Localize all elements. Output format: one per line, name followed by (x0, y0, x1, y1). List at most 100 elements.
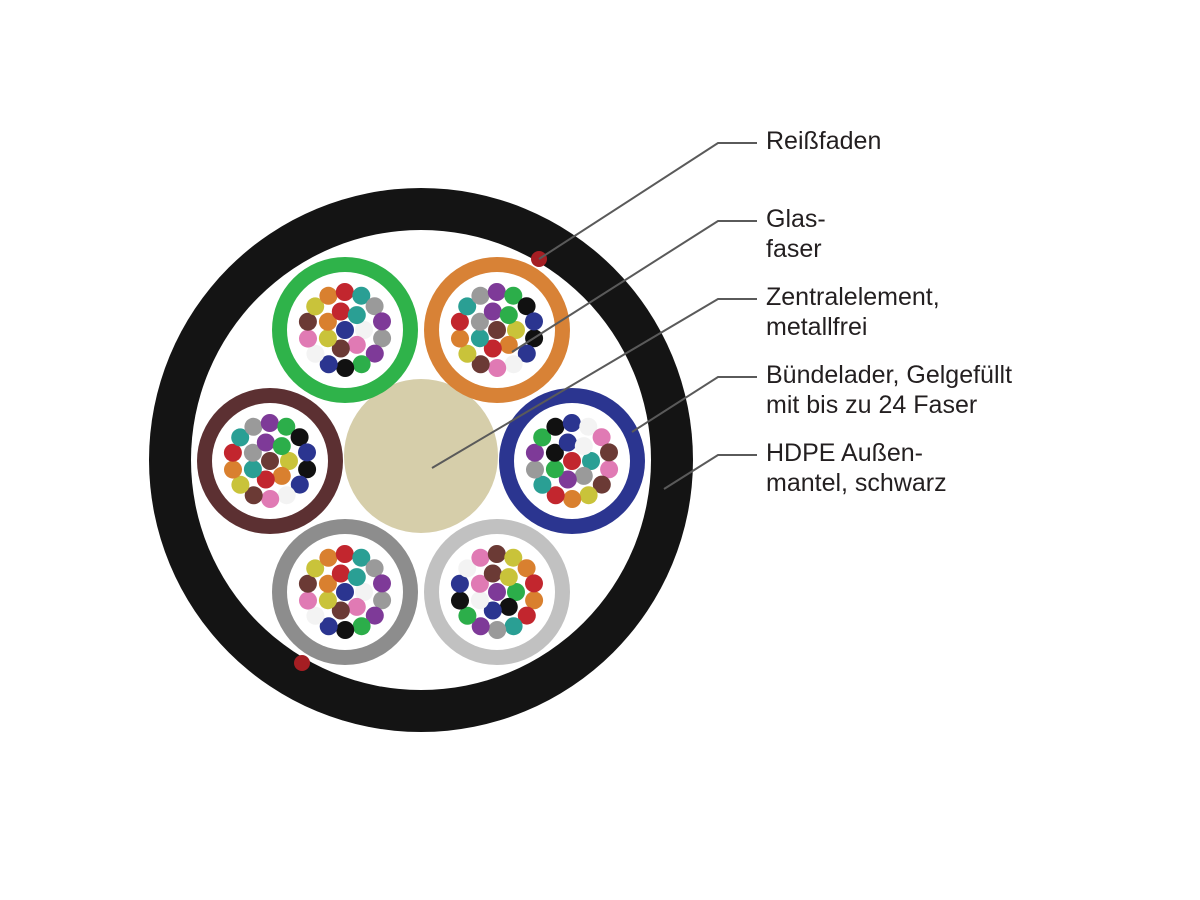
leader-line-glass-fiber (511, 220, 757, 353)
glass-fiber (546, 486, 565, 505)
glass-fiber (347, 568, 366, 587)
glass-fiber (470, 312, 489, 331)
glass-fiber (280, 452, 298, 470)
glass-fiber (483, 302, 502, 321)
buffer-tube-orange (424, 257, 570, 403)
glass-fiber (277, 417, 296, 436)
glass-fiber (319, 355, 338, 374)
glass-fiber (504, 355, 523, 374)
glass-fiber (533, 428, 552, 447)
glass-fiber (517, 344, 536, 363)
glass-fiber (365, 559, 384, 578)
glass-fiber (562, 414, 581, 432)
glass-fiber (336, 321, 354, 339)
glass-fiber (306, 559, 325, 578)
glass-fiber (336, 359, 355, 377)
glass-fiber (507, 321, 525, 339)
glass-fiber (243, 443, 262, 462)
glass-fiber (582, 452, 600, 470)
glass-fiber (244, 486, 263, 505)
glass-fiber (592, 475, 611, 494)
glass-fiber (499, 335, 518, 354)
glass-fiber (574, 437, 593, 456)
glass-fiber (499, 568, 518, 587)
glass-fiber (290, 428, 309, 447)
label-outer-jacket: HDPE Außen- mantel, schwarz (766, 439, 947, 497)
glass-fiber (298, 443, 316, 462)
glass-fiber (579, 486, 598, 505)
glass-fiber (450, 574, 469, 593)
glass-fiber (525, 443, 544, 462)
glass-fiber (352, 617, 371, 636)
buffer-tube-blue (499, 388, 645, 534)
glass-fiber (335, 283, 354, 301)
leader-line-ripcord (538, 142, 757, 260)
label-buffer-tube: Bündelader, Gelgefüllt mit bis zu 24 Fas… (766, 361, 1019, 419)
glass-fiber (261, 490, 280, 508)
glass-fiber (272, 437, 291, 456)
glass-fiber (373, 574, 391, 593)
glass-fiber (347, 597, 366, 616)
glass-fiber (507, 583, 525, 601)
glass-fiber (306, 606, 325, 625)
glass-fiber (319, 617, 338, 636)
glass-fiber (336, 621, 355, 639)
glass-fiber (545, 443, 564, 462)
glass-fiber (499, 306, 518, 325)
glass-fiber (458, 297, 477, 316)
glass-fiber (319, 286, 338, 305)
buffer-tube-green (272, 257, 418, 403)
glass-fiber (487, 545, 506, 563)
glass-fiber (525, 312, 543, 331)
glass-fiber (487, 283, 506, 301)
glass-fiber (306, 297, 325, 316)
glass-fiber (298, 460, 317, 479)
glass-fiber (517, 606, 536, 625)
glass-fiber (299, 591, 317, 610)
glass-fiber (525, 574, 543, 593)
glass-fiber (244, 417, 263, 436)
glass-fiber (483, 601, 502, 620)
glass-fiber (335, 545, 354, 563)
ripcord-marker (294, 655, 310, 671)
glass-fiber (224, 460, 242, 479)
glass-fiber (318, 329, 337, 348)
leader-line-outer-jacket (663, 454, 757, 490)
glass-fiber (488, 583, 506, 601)
glass-fiber (318, 591, 337, 610)
glass-fiber (355, 583, 373, 601)
glass-fiber (470, 591, 489, 610)
buffer-tube-gray (272, 519, 418, 665)
glass-fiber (574, 466, 593, 485)
glass-fiber (231, 475, 250, 494)
glass-fiber (499, 597, 518, 616)
glass-fiber (517, 297, 536, 316)
glass-fiber (331, 601, 350, 620)
glass-fiber (347, 306, 366, 325)
glass-fiber (355, 321, 373, 339)
glass-fiber (483, 564, 502, 583)
glass-fiber (347, 335, 366, 354)
glass-fiber (504, 286, 523, 305)
glass-fiber (483, 339, 502, 358)
glass-fiber (451, 591, 469, 610)
glass-fiber (336, 583, 354, 601)
glass-fiber (299, 329, 317, 348)
glass-fiber (318, 312, 337, 331)
glass-fiber (373, 591, 392, 610)
glass-fiber (504, 617, 523, 636)
glass-fiber (223, 443, 242, 462)
glass-fiber (373, 329, 392, 348)
buffer-tube-lightgray (424, 519, 570, 665)
glass-fiber (277, 486, 296, 505)
glass-fiber (319, 548, 338, 567)
glass-fiber (579, 417, 598, 436)
glass-fiber (526, 460, 544, 479)
glass-fiber (318, 574, 337, 593)
buffer-tube-brown (197, 388, 343, 534)
glass-fiber (231, 428, 250, 447)
glass-fiber (470, 574, 489, 593)
glass-fiber (331, 302, 350, 321)
glass-fiber (488, 621, 507, 639)
